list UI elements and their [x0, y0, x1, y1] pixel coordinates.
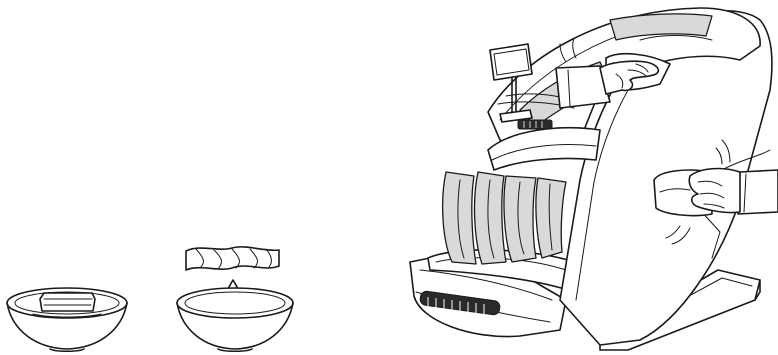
wring-towel-step: [177, 247, 293, 351]
control-panel: [518, 120, 552, 129]
lower-hand-icon: [654, 169, 778, 216]
twisted-towel-icon: [186, 247, 279, 270]
calf-rest: [443, 172, 566, 264]
soak-towel-step: [7, 288, 127, 351]
wipe-chair-step: [410, 8, 778, 350]
bowl-icon: [177, 288, 293, 351]
